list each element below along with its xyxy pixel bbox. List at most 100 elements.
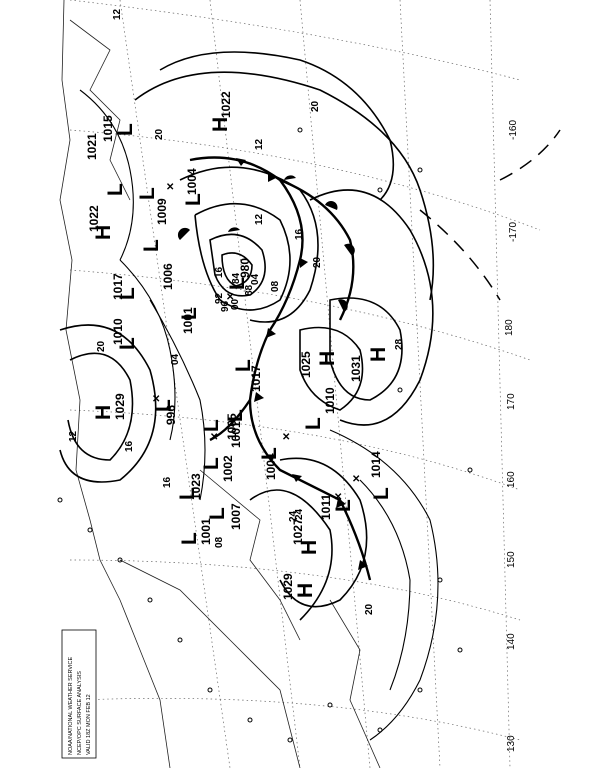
svg-text:20: 20 bbox=[154, 128, 165, 140]
center-value: 1007 bbox=[229, 503, 243, 530]
svg-text:04: 04 bbox=[250, 273, 261, 285]
svg-text:04: 04 bbox=[170, 353, 181, 365]
svg-text:00: 00 bbox=[230, 298, 241, 310]
graticule bbox=[69, 0, 541, 768]
svg-text:150: 150 bbox=[506, 551, 517, 568]
center-letter: L bbox=[136, 187, 159, 200]
coastlines bbox=[59, 0, 381, 768]
center-marks: ✕ ✕ ✕ ✕ ✕ ✕ ✕ bbox=[152, 182, 360, 503]
svg-text:12: 12 bbox=[112, 8, 123, 20]
svg-text:12: 12 bbox=[254, 138, 265, 150]
center-value: 1015 bbox=[101, 115, 115, 142]
center-letter: L bbox=[206, 507, 229, 520]
center-letter: L bbox=[114, 123, 137, 136]
center-value: 1025 bbox=[299, 351, 313, 378]
center-value: 1010 bbox=[323, 387, 337, 414]
legend-line-3: VALID 18Z MON FEB 12 bbox=[86, 694, 92, 755]
svg-text:20: 20 bbox=[364, 603, 375, 615]
center-value: 1017 bbox=[111, 273, 125, 300]
svg-text:84: 84 bbox=[231, 272, 242, 284]
center-value: 1006 bbox=[161, 263, 175, 290]
svg-text:08: 08 bbox=[214, 536, 225, 548]
svg-text:170: 170 bbox=[506, 393, 517, 410]
center-letter: L bbox=[332, 499, 355, 512]
center-value: 1002 bbox=[221, 455, 235, 482]
center-value: 1001 bbox=[199, 518, 213, 545]
svg-text:88: 88 bbox=[244, 284, 255, 296]
center-value: 1023 bbox=[189, 473, 203, 500]
svg-text:-160: -160 bbox=[508, 120, 519, 140]
center-value: 980 bbox=[238, 258, 252, 278]
center-letter: L bbox=[152, 399, 175, 412]
svg-text:16: 16 bbox=[162, 476, 173, 488]
center-letter: L bbox=[116, 287, 139, 300]
svg-text:16: 16 bbox=[214, 266, 225, 278]
svg-text:24: 24 bbox=[288, 510, 299, 522]
center-value: 1027 bbox=[291, 518, 305, 545]
center-letter: L bbox=[232, 359, 255, 372]
center-letter: L bbox=[182, 193, 205, 206]
legend-line-1: NOAA/NATIONAL WEATHER SERVICE bbox=[68, 656, 74, 755]
center-letter: L bbox=[116, 337, 139, 350]
svg-text:✕: ✕ bbox=[352, 474, 360, 485]
svg-text:-170: -170 bbox=[508, 222, 519, 242]
center-letter: L bbox=[140, 239, 163, 252]
center-letter: L bbox=[104, 183, 127, 196]
center-letter: L bbox=[178, 307, 201, 320]
svg-text:28: 28 bbox=[394, 338, 405, 350]
center-value: 1010 bbox=[111, 318, 125, 345]
chart-legend: NOAA/NATIONAL WEATHER SERVICE NCEP/OPC S… bbox=[61, 629, 97, 759]
svg-text:16: 16 bbox=[124, 440, 135, 452]
fronts bbox=[177, 156, 372, 581]
center-value: 1029 bbox=[113, 393, 127, 420]
center-value: 1001 bbox=[181, 307, 195, 334]
legend-line-2: NCEP/OPC SURFACE ANALYSIS bbox=[77, 671, 83, 755]
center-letter: L bbox=[178, 532, 201, 545]
center-letter: L bbox=[258, 447, 281, 460]
center-value: 1001 bbox=[229, 421, 243, 448]
isobars bbox=[59, 51, 439, 741]
svg-text:180: 180 bbox=[504, 319, 515, 336]
center-value: 996 bbox=[164, 405, 178, 425]
svg-text:96: 96 bbox=[220, 300, 231, 312]
svg-text:130: 130 bbox=[506, 735, 517, 752]
svg-text:12: 12 bbox=[254, 213, 265, 225]
svg-text:✕: ✕ bbox=[166, 182, 174, 193]
station-observations bbox=[57, 127, 473, 743]
center-value: 1009 bbox=[155, 198, 169, 225]
svg-text:✕: ✕ bbox=[334, 492, 342, 503]
svg-text:92: 92 bbox=[214, 292, 225, 304]
svg-text:✕: ✕ bbox=[210, 432, 218, 443]
center-letter: H bbox=[294, 583, 317, 598]
center-value: 1022 bbox=[219, 91, 233, 118]
svg-text:✕: ✕ bbox=[152, 394, 160, 405]
svg-text:✕: ✕ bbox=[226, 292, 234, 303]
center-value: 1011 bbox=[319, 494, 333, 520]
isobar-labels: 20 20 16 12 08 04 00 96 92 84 88 12 16 2… bbox=[68, 8, 405, 615]
svg-text:140: 140 bbox=[506, 633, 517, 650]
center-value: 1005 bbox=[225, 413, 239, 440]
pressure-centers: H 1022 L 980 H 1031 H 1025 L 1010 L 1014… bbox=[85, 91, 393, 600]
center-letter: L bbox=[200, 419, 223, 432]
svg-text:24: 24 bbox=[294, 508, 305, 520]
center-letter: H bbox=[316, 351, 339, 366]
svg-text:08: 08 bbox=[270, 280, 281, 292]
center-letter: L bbox=[302, 417, 325, 430]
svg-text:✕: ✕ bbox=[282, 432, 290, 443]
center-letter: L bbox=[224, 409, 247, 422]
center-value: 1017 bbox=[249, 365, 263, 392]
svg-text:20: 20 bbox=[312, 256, 323, 268]
center-value: 1004 bbox=[264, 453, 278, 480]
center-value: 1031 bbox=[349, 355, 363, 382]
longitude-labels: -160 -170 180 170 160 150 140 130 bbox=[504, 120, 519, 752]
center-letter: H bbox=[92, 225, 115, 240]
center-value: 1029 bbox=[281, 573, 295, 600]
svg-text:16: 16 bbox=[294, 228, 305, 240]
center-value: 1014 bbox=[369, 451, 383, 478]
svg-text:20: 20 bbox=[96, 340, 107, 352]
center-letter: H bbox=[367, 347, 390, 362]
svg-text:20: 20 bbox=[310, 100, 321, 112]
center-letter: L bbox=[370, 487, 393, 500]
center-letter: L bbox=[176, 487, 199, 500]
